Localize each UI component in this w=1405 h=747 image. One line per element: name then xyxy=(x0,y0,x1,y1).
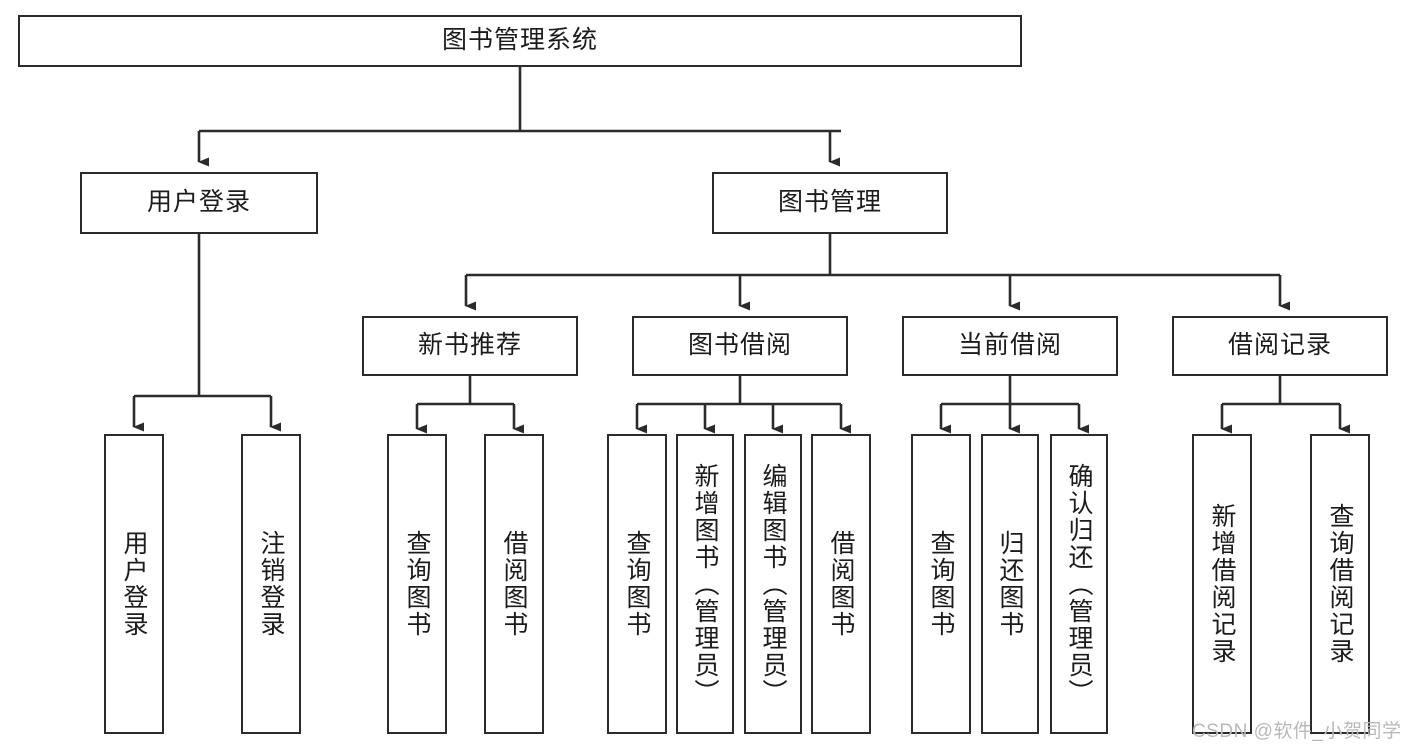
node-label: 借阅记录 xyxy=(1227,331,1332,360)
node-leaf-add-book-admin[interactable]: 新增图书（管理员） xyxy=(676,434,734,734)
node-leaf-query-book-newbook[interactable]: 查询图书 xyxy=(387,434,447,734)
node-leaf-confirm-return-admin[interactable]: 确认归还（管理员） xyxy=(1050,434,1108,734)
node-new-book-recommend[interactable]: 新书推荐 xyxy=(362,316,578,376)
node-leaf-query-book-borrow[interactable]: 查询图书 xyxy=(607,434,667,734)
node-label: 借阅图书 xyxy=(827,530,855,638)
node-leaf-query-book-current[interactable]: 查询图书 xyxy=(911,434,971,734)
node-leaf-query-borrow-record[interactable]: 查询借阅记录 xyxy=(1310,434,1370,734)
node-leaf-borrow-book-borrow[interactable]: 借阅图书 xyxy=(811,434,871,734)
node-leaf-edit-book-admin[interactable]: 编辑图书（管理员） xyxy=(744,434,802,734)
node-label: 编辑图书（管理员） xyxy=(759,462,787,706)
node-label: 当前借阅 xyxy=(957,331,1062,360)
node-label: 用户登录 xyxy=(146,188,251,217)
node-label: 新增借阅记录 xyxy=(1208,503,1236,665)
node-root-book-management-system[interactable]: 图书管理系统 xyxy=(18,15,1022,67)
node-label: 新书推荐 xyxy=(417,331,522,360)
node-label: 用户登录 xyxy=(120,530,148,638)
node-leaf-user-login[interactable]: 用户登录 xyxy=(104,434,164,734)
node-user-login[interactable]: 用户登录 xyxy=(80,172,318,234)
node-leaf-add-borrow-record[interactable]: 新增借阅记录 xyxy=(1192,434,1252,734)
node-current-borrow[interactable]: 当前借阅 xyxy=(902,316,1118,376)
node-leaf-return-book[interactable]: 归还图书 xyxy=(981,434,1039,734)
node-leaf-borrow-book-newbook[interactable]: 借阅图书 xyxy=(484,434,544,734)
csdn-watermark: CSDN @软件_小贺同学 xyxy=(1192,721,1402,742)
node-borrow-record[interactable]: 借阅记录 xyxy=(1172,316,1388,376)
node-book-borrow[interactable]: 图书借阅 xyxy=(632,316,848,376)
node-label: 注销登录 xyxy=(257,530,285,638)
node-label: 查询图书 xyxy=(927,530,955,638)
node-label: 归还图书 xyxy=(996,530,1024,638)
node-book-management[interactable]: 图书管理 xyxy=(712,172,948,234)
node-label: 图书借阅 xyxy=(687,331,792,360)
node-label: 图书管理系统 xyxy=(441,26,598,55)
node-label: 新增图书（管理员） xyxy=(691,462,719,706)
node-label: 确认归还（管理员） xyxy=(1065,462,1093,706)
node-leaf-logout[interactable]: 注销登录 xyxy=(241,434,301,734)
node-label: 查询借阅记录 xyxy=(1326,503,1354,665)
node-label: 查询图书 xyxy=(403,530,431,638)
node-label: 查询图书 xyxy=(623,530,651,638)
node-label: 图书管理 xyxy=(777,188,882,217)
node-label: 借阅图书 xyxy=(500,530,528,638)
